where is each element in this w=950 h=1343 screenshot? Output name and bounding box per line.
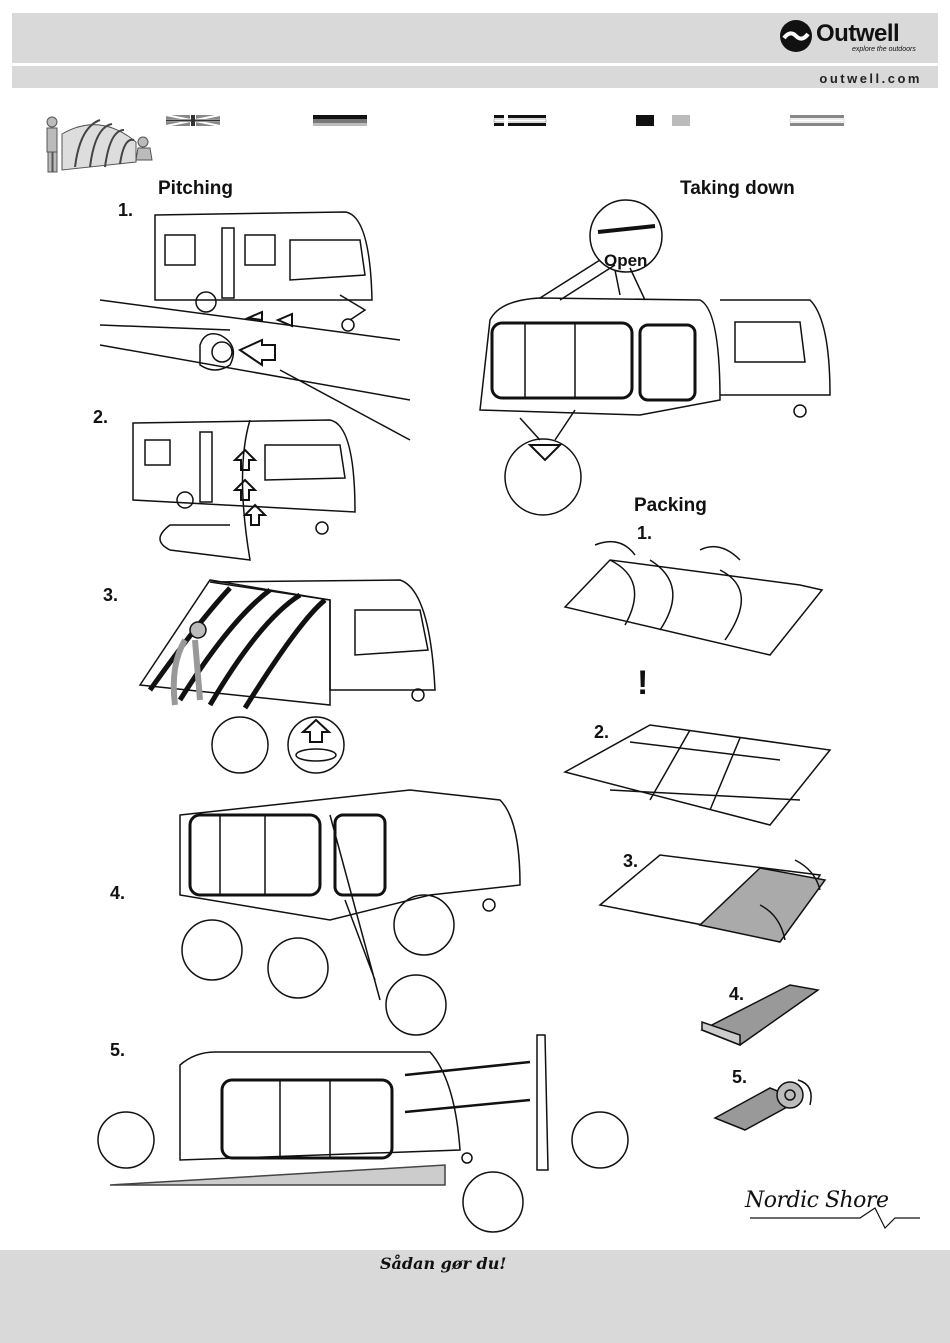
packing-step1-illustration: ! xyxy=(565,542,822,702)
taking-down-illustration xyxy=(480,200,830,515)
warning-mark: ! xyxy=(637,664,648,702)
footer-text: Sådan gør du! xyxy=(380,1254,506,1273)
instruction-illustrations: ! Open xyxy=(0,0,950,1250)
awning-pegging-illustration xyxy=(180,790,520,1035)
product-name: Nordic Shore xyxy=(745,1188,888,1213)
awning-pole-illustration xyxy=(98,1035,628,1232)
awning-pump-illustration xyxy=(140,580,435,773)
packing-step4-illustration xyxy=(702,985,818,1045)
caravan-step2-illustration xyxy=(133,420,355,560)
open-label: Open xyxy=(604,251,647,270)
caravan-step1-illustration xyxy=(100,212,410,440)
packing-step5-illustration xyxy=(715,1080,811,1130)
packing-step2-illustration xyxy=(565,725,830,825)
packing-step3-illustration xyxy=(600,855,825,942)
